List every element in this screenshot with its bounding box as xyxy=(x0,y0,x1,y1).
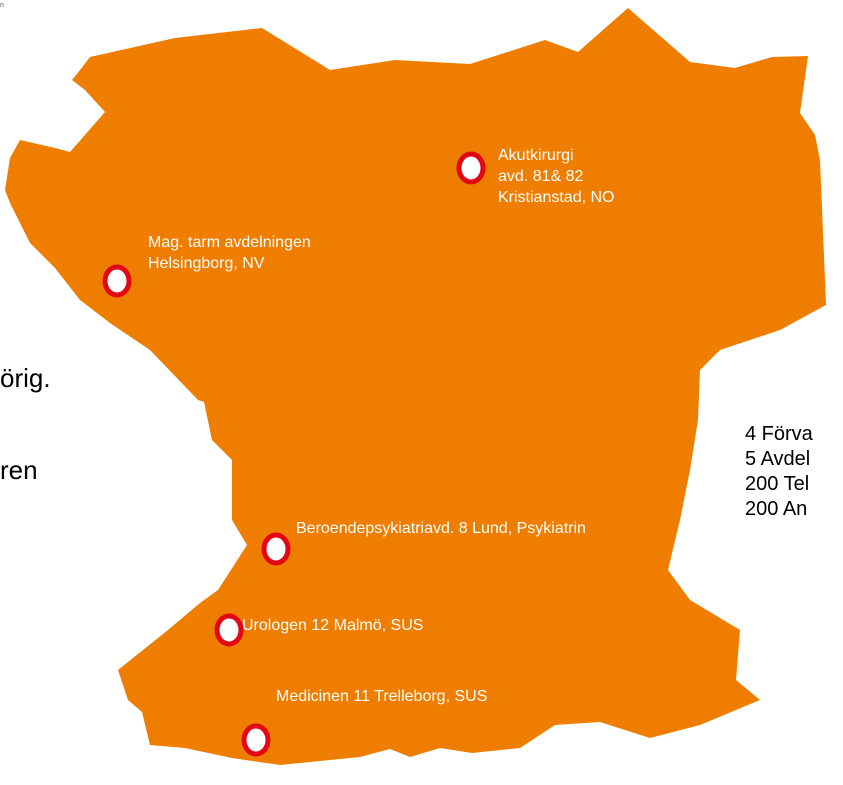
label-line: Medicinen 11 Trelleborg, SUS xyxy=(276,688,488,705)
location-marker[interactable] xyxy=(456,151,486,185)
location-marker[interactable] xyxy=(102,264,132,298)
label-line: Beroendepsykiatriavd. 8 Lund, Psykiatrin xyxy=(296,520,586,537)
left-text-line: ren xyxy=(0,455,38,485)
stats-item: 4 Förva xyxy=(745,423,813,445)
corner-mark: n xyxy=(0,2,4,9)
stats-item: 200 An xyxy=(745,498,808,520)
label-akutkirurgi: Akutkirurgi avd. 81& 82 Kristianstad, NO xyxy=(498,145,614,208)
location-marker[interactable] xyxy=(241,723,271,757)
label-urologen: Urologen 12 Malmö, SUS xyxy=(242,615,423,636)
stats-item: 200 Tel xyxy=(745,473,810,495)
label-line: Urologen 12 Malmö, SUS xyxy=(242,617,424,634)
label-line: avd. 81& 82 xyxy=(498,168,584,185)
location-marker[interactable] xyxy=(214,613,244,647)
label-mag-tarm: Mag. tarm avdelningen Helsingborg, NV xyxy=(148,232,311,274)
label-line: Mag. tarm avdelningen xyxy=(148,234,311,251)
label-beroendepsykiatri: Beroendepsykiatriavd. 8 Lund, Psykiatrin xyxy=(296,518,680,539)
label-line: Helsingborg, NV xyxy=(148,255,265,272)
location-marker[interactable] xyxy=(261,532,291,566)
label-line: Akutkirurgi xyxy=(498,147,574,164)
label-medicinen: Medicinen 11 Trelleborg, SUS xyxy=(276,686,487,707)
stats-item: 5 Avdel xyxy=(745,448,811,470)
label-line: Kristianstad, NO xyxy=(498,189,615,206)
left-text-line: örig. xyxy=(0,363,51,393)
stats-list: 4 Förva 5 Avdel 200 Tel 200 An xyxy=(745,422,813,522)
region-shape xyxy=(5,8,826,765)
